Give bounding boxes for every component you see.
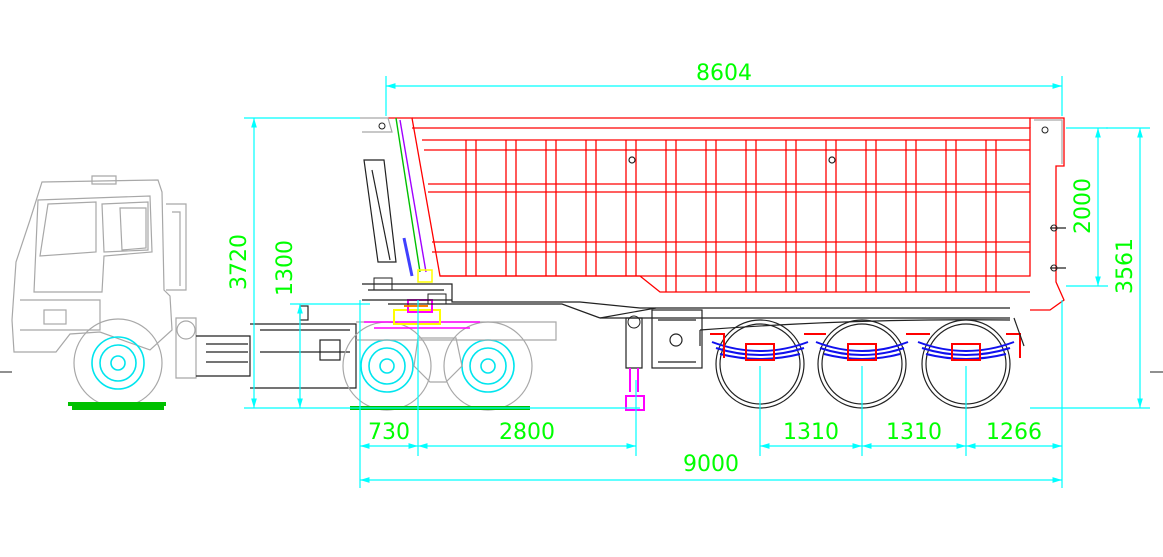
trailer-chassis bbox=[362, 277, 1010, 411]
dimension-lines bbox=[0, 76, 1163, 488]
dim-rear-height: 3561 bbox=[1113, 238, 1138, 294]
dim-overall-body-length: 8604 bbox=[696, 61, 752, 86]
tractor bbox=[11, 175, 557, 411]
body-ribs bbox=[465, 140, 997, 292]
dim-fifth-wheel-height: 1300 bbox=[273, 240, 298, 296]
tractor-chassis bbox=[175, 305, 357, 389]
leaf-springs bbox=[699, 317, 1025, 361]
dim-overall-height: 3720 bbox=[227, 234, 252, 290]
hydraulic-cylinder bbox=[360, 117, 433, 283]
dim-kingpin-to-landing-gear: 2800 bbox=[499, 420, 555, 445]
dim-overall-length: 9000 bbox=[683, 452, 739, 477]
bogie-suspension bbox=[413, 337, 463, 383]
dim-body-height: 2000 bbox=[1071, 178, 1096, 234]
tractor-cab bbox=[11, 175, 187, 353]
dimension-labels: 8604 3720 1300 2000 3561 730 2800 1310 1… bbox=[227, 61, 1138, 477]
dim-rear-overhang: 1266 bbox=[986, 420, 1042, 445]
dim-kingpin-offset: 730 bbox=[368, 420, 410, 445]
dump-body bbox=[360, 117, 1066, 311]
tractor-front-wheel bbox=[73, 318, 163, 408]
tractor-frame-rail bbox=[356, 321, 557, 341]
tool-box bbox=[651, 309, 703, 369]
tractor-rear-wheel-2 bbox=[443, 321, 533, 411]
landing-gear bbox=[625, 315, 645, 411]
tailgate bbox=[1030, 117, 1066, 311]
dim-axle-spacing-2: 1310 bbox=[886, 420, 942, 445]
dim-axle-spacing-1: 1310 bbox=[783, 420, 839, 445]
